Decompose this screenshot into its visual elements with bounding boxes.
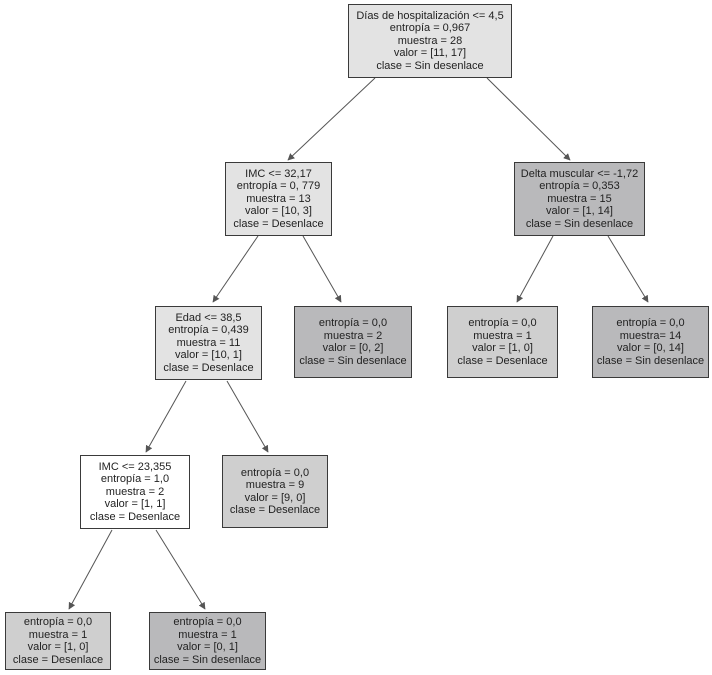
node-line: clase = Sin desenlace xyxy=(299,354,407,367)
node-line: entropía = 0,439 xyxy=(168,324,249,337)
node-line: clase = Desenlace xyxy=(233,217,324,230)
node-line: muestra = 1 xyxy=(473,329,532,342)
edge-imc1-to-leaf xyxy=(302,235,342,303)
node-line: clase = Desenlace xyxy=(12,653,104,666)
node-line: clase = Sin desenlace xyxy=(153,653,262,666)
node-line: valor = [10, 1] xyxy=(175,349,242,362)
node-line: entropía = 0,0 xyxy=(616,317,685,329)
node-line: muestra = 13 xyxy=(246,192,311,205)
node-line: muestra = 28 xyxy=(397,34,463,47)
node-line: valor = [1, 14] xyxy=(546,205,613,218)
node-line: clase = Desenlace xyxy=(163,361,254,374)
node-line: entropía = 0,0 xyxy=(468,317,537,329)
node-line: entropía = 0,0 xyxy=(173,616,242,628)
node-line: IMC <= 23,355 xyxy=(98,460,172,473)
node-line: muestra = 11 xyxy=(176,336,241,349)
node-line: clase = Sin desenlace xyxy=(596,354,705,367)
node-line: IMC <= 32,17 xyxy=(245,167,312,180)
node-line: entropía = 0,353 xyxy=(539,180,620,193)
edge-root-to-delta xyxy=(486,77,571,161)
node-leaf-imc2-left: entropía = 0,0 muestra = 1 valor = [1, 0… xyxy=(5,612,111,670)
node-line: valor = [9, 0] xyxy=(244,491,306,504)
edge-delta-to-leaf-right xyxy=(607,235,649,303)
node-line: valor = [0, 14] xyxy=(617,342,684,354)
node-line: clase = Sin desenlace xyxy=(525,217,634,230)
node-line: muestra= 14 xyxy=(619,329,682,342)
node-imc-23: IMC <= 23,355 entropía = 1,0 muestra = 2… xyxy=(80,455,190,529)
node-line: entropía = 0,967 xyxy=(389,22,471,35)
node-leaf-delta-left: entropía = 0,0 muestra = 1 valor = [1, 0… xyxy=(447,306,558,378)
node-line: muestra = 9 xyxy=(245,479,305,491)
node-leaf-imc-right: entropía = 0,0 muestra = 2 valor = [0, 2… xyxy=(294,306,412,378)
node-line: valor = [11, 17] xyxy=(393,47,467,60)
edge-imc2-to-leaf-right xyxy=(155,529,206,610)
edge-edad-to-leaf xyxy=(226,380,269,453)
node-leaf-imc2-right: entropía = 0,0 muestra = 1 valor = [0, 1… xyxy=(149,612,266,670)
edge-edad-to-imc2 xyxy=(145,380,187,453)
node-line: muestra = 1 xyxy=(28,628,88,641)
node-edad: Edad <= 38,5 entropía = 0,439 muestra = … xyxy=(155,306,262,380)
node-line: muestra = 1 xyxy=(178,628,237,641)
node-line: muestra = 15 xyxy=(547,192,612,205)
node-line: clase = Desenlace xyxy=(89,510,181,523)
node-line: muestra = 2 xyxy=(105,485,165,498)
node-delta-muscular: Delta muscular <= -1,72 entropía = 0,353… xyxy=(514,162,645,236)
node-root: Días de hospitalización <= 4,5 entropía … xyxy=(348,4,512,78)
node-line: entropía = 0, 779 xyxy=(236,180,321,193)
node-line: clase = Desenlace xyxy=(229,504,321,516)
node-line: valor = [1, 0] xyxy=(472,342,533,354)
node-line: clase = Desenlace xyxy=(457,354,548,367)
node-line: Días de hospitalización <= 4,5 xyxy=(356,9,504,22)
node-line: Delta muscular <= -1,72 xyxy=(520,167,639,180)
node-line: entropía = 1,0 xyxy=(100,473,170,486)
edge-imc2-to-leaf-left xyxy=(68,529,113,610)
node-line: valor = [0, 2] xyxy=(322,342,384,354)
edge-imc1-to-edad xyxy=(212,235,259,303)
node-line: valor = [1, 0] xyxy=(27,641,89,653)
node-imc-32: IMC <= 32,17 entropía = 0, 779 muestra =… xyxy=(225,162,332,236)
node-leaf-delta-right: entropía = 0,0 muestra= 14 valor = [0, 1… xyxy=(592,306,709,378)
node-line: clase = Sin desenlace xyxy=(376,59,484,72)
node-line: entropía = 0,0 xyxy=(318,317,388,329)
node-line: entropía = 0,0 xyxy=(23,616,93,628)
node-line: muestra = 2 xyxy=(323,329,383,342)
edge-delta-to-leaf-left xyxy=(516,235,554,303)
node-line: valor = [10, 3] xyxy=(245,205,312,218)
node-line: Edad <= 38,5 xyxy=(175,311,242,324)
edge-root-to-imc1 xyxy=(287,77,376,161)
node-line: valor = [1, 1] xyxy=(104,498,166,511)
node-line: entropía = 0,0 xyxy=(240,466,310,479)
node-leaf-edad-right: entropía = 0,0 muestra = 9 valor = [9, 0… xyxy=(222,455,328,528)
node-line: valor = [0, 1] xyxy=(177,641,238,653)
